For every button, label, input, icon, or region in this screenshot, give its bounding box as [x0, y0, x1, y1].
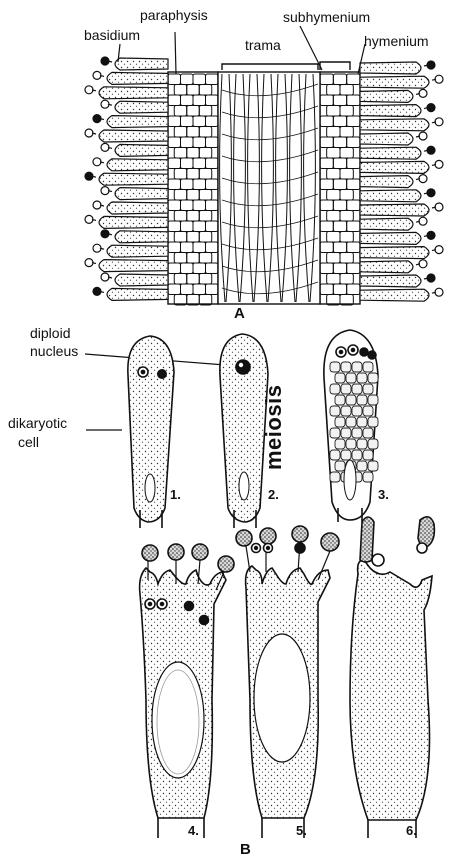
basidium-stage-5 [236, 526, 339, 838]
stage-label-2: 2. [268, 488, 279, 502]
stage-label-6: 6. [406, 824, 417, 838]
label-trama: trama [245, 38, 281, 53]
label-diploid-line2: nucleus [30, 344, 78, 359]
basidium-stage-1 [128, 336, 174, 528]
label-hymenium: hymenium [364, 34, 429, 49]
label-part-b: B [240, 842, 251, 859]
basidium-stage-3 [324, 330, 378, 522]
label-diploid-line1: diploid [30, 326, 70, 341]
label-paraphysis: paraphysis [140, 8, 208, 23]
label-part-a: A [234, 306, 245, 323]
label-meiosis: meiosis [262, 385, 286, 470]
stage-label-5: 5. [296, 824, 307, 838]
label-basidium: basidium [84, 28, 140, 43]
stage-label-3: 3. [378, 488, 389, 502]
label-dikaryotic-line1: dikaryotic [8, 416, 67, 431]
stage-label-4: 4. [188, 824, 199, 838]
hymenium-section [85, 57, 443, 305]
basidium-stage-4 [140, 544, 234, 838]
label-subhymenium: subhymenium [283, 10, 370, 25]
label-dikaryotic-line2: cell [18, 435, 39, 450]
basidium-stage-6 [350, 517, 434, 838]
stage-label-1: 1. [170, 488, 181, 502]
